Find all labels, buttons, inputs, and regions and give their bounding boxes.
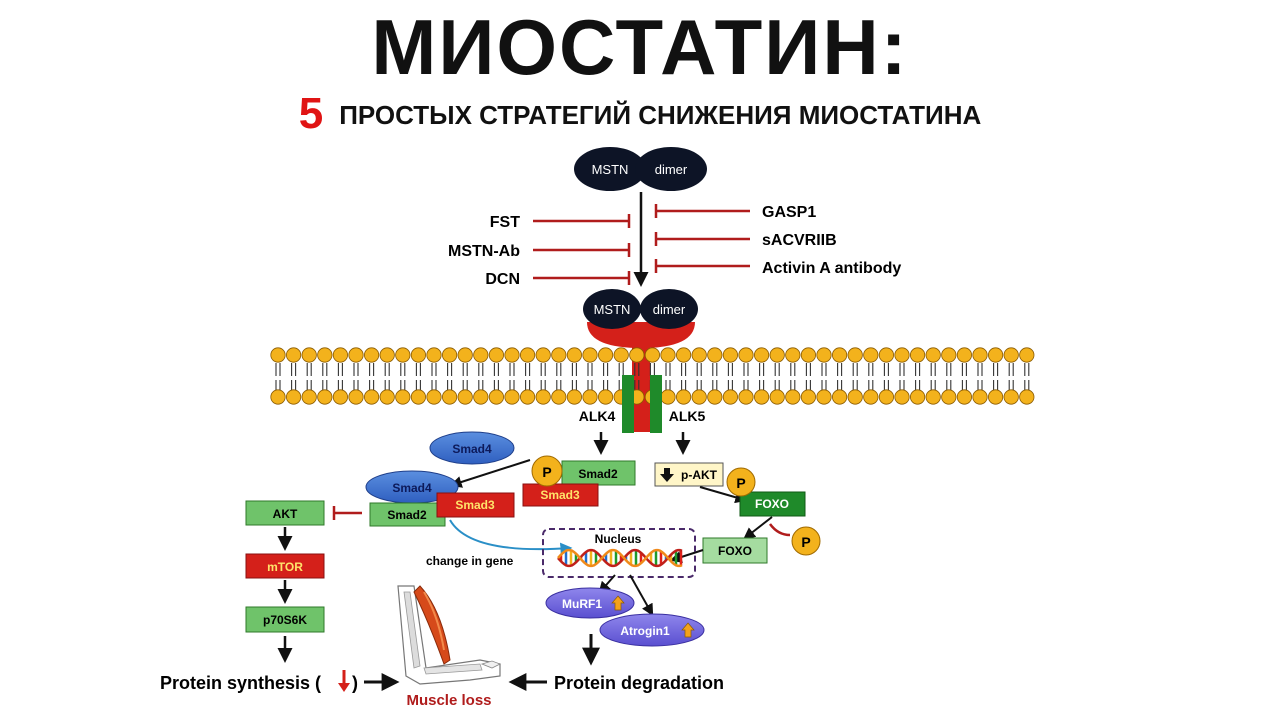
smad3-complex-box: [436, 492, 515, 518]
akt-box: [245, 500, 325, 526]
murf1-up-icon: [611, 595, 625, 611]
page-subtitle: 5 ПРОСТЫХ СТРАТЕГИЙ СНИЖЕНИЯ МИОСТАТИНА: [0, 92, 1280, 137]
alk5-label: ALK5: [669, 408, 706, 424]
page-title: МИОСТАТИН:: [371, 3, 909, 91]
arm-muscle-illustration: [397, 585, 501, 685]
protein-degradation-label: Protein degradation: [554, 673, 724, 693]
strategy-count: 5: [298, 89, 324, 138]
left-inhibitors: [533, 214, 631, 285]
smad2-phospho-label: Smad2: [578, 467, 618, 481]
smad2-complex-label: Smad2: [387, 508, 427, 522]
alk4-label: ALK4: [579, 408, 616, 424]
mtor-label: mTOR: [267, 560, 303, 574]
protein-synthesis-close: ): [352, 673, 358, 693]
inhibitor-mstn-ab-label: MSTN-Ab: [448, 243, 520, 260]
svg-text:MSTN: MSTN: [594, 302, 631, 317]
atrogin1-up-icon: [681, 622, 695, 638]
smad2-phospho-box: [561, 460, 636, 486]
smad4-complex-label: Smad4: [392, 481, 432, 495]
released-phosphate-label: P: [801, 534, 810, 550]
svg-text:MSTN: MSTN: [592, 162, 629, 177]
murf1-ellipse: [545, 587, 635, 619]
svg-text:dimer: dimer: [655, 162, 688, 177]
inhibitor-sacvriib-label: sACVRIIB: [762, 232, 837, 249]
smad-akt-inhibition: [332, 506, 362, 520]
inhibitor-gasp1-label: GASP1: [762, 204, 816, 221]
down-arrow-icon: [660, 468, 674, 482]
foxo-label: FOXO: [718, 544, 752, 558]
cell-membrane-bilayer: [270, 347, 1035, 405]
free-myostatin-dimer: MSTN dimer: [574, 147, 707, 191]
red-down-arrow-icon: [338, 670, 350, 692]
bound-myostatin-dimer: MSTN dimer: [583, 289, 698, 329]
atrogin1-label: Atrogin1: [620, 624, 670, 638]
subtitle-text: ПРОСТЫХ СТРАТЕГИЙ СНИЖЕНИЯ МИОСТАТИНА: [339, 100, 982, 130]
inhibitor-dcn-label: DCN: [485, 271, 520, 288]
inhibitor-fst-label: FST: [490, 214, 520, 231]
smad-complex-arrow: [449, 459, 531, 488]
p-akt-box: [654, 462, 724, 487]
foxo-phosphate-label: P: [736, 475, 745, 491]
smad4-free: [429, 431, 515, 465]
svg-text:dimer: dimer: [653, 302, 686, 317]
foxo-dephospho-arrow: [743, 516, 773, 540]
mtor-box: [245, 553, 325, 579]
alk5-receptor: [650, 375, 662, 433]
alk4-receptor: [622, 375, 634, 433]
smad4-free-label: Smad4: [452, 442, 492, 456]
smad3-phospho-box: [522, 483, 599, 507]
protein-synthesis-label: Protein synthesis (: [160, 673, 321, 693]
p-akt-label: p-AKT: [681, 468, 718, 482]
p-akt-to-foxo-arrow: [699, 486, 748, 504]
muscle-loss-label: Muscle loss: [406, 692, 491, 709]
phosphate-release-arc: [768, 523, 791, 537]
nucleus-box: [542, 528, 696, 578]
foxo-phosphate: [726, 467, 756, 497]
gene-change-label: change in gene: [426, 554, 514, 568]
p70s6k-label: p70S6K: [263, 613, 307, 627]
smad3-phospho-label: Smad3: [540, 488, 580, 502]
smad3-complex-label: Smad3: [455, 498, 495, 512]
atrogin1-ellipse: [599, 613, 705, 647]
p70s6k-box: [245, 606, 325, 633]
right-inhibitors: [654, 204, 750, 273]
foxo-phospho-label: FOXO: [755, 497, 789, 511]
gene-change-arrow: [449, 519, 573, 555]
murf1-label: MuRF1: [562, 597, 602, 611]
inhibitor-activin-a-antibody-label: Activin A antibody: [762, 260, 901, 277]
dna-helix-icon: [557, 548, 683, 568]
foxo-phospho-box: [739, 491, 806, 517]
nucleus-label: Nucleus: [595, 532, 642, 546]
released-phosphate: [791, 526, 821, 556]
smad-phosphate: [531, 455, 563, 487]
akt-label: AKT: [273, 507, 298, 521]
smad-phosphate-label: P: [542, 464, 551, 480]
nucleus-to-atrogin1-arrow: [629, 574, 654, 617]
